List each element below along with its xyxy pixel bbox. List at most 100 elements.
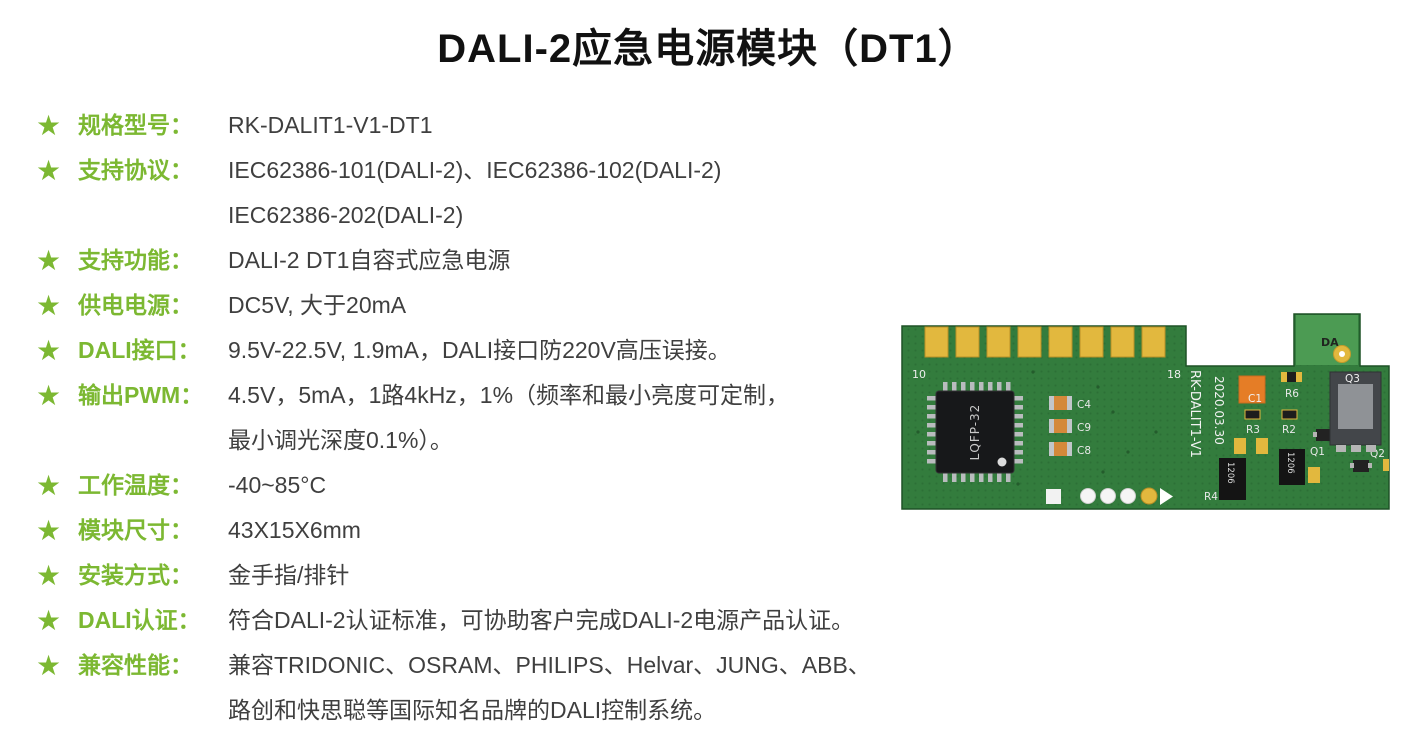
spec-value: DALI-2 DT1自容式应急电源 (228, 238, 510, 283)
spec-value-line: 金手指/排针 (228, 562, 350, 588)
spec-row: ★ 供电电源： DC5V, 大于20mA (36, 283, 871, 328)
spec-label: DALI认证： (78, 607, 201, 633)
spec-value: 金手指/排针 (228, 553, 349, 598)
resistor-r3: R3 (1244, 409, 1261, 436)
star-icon: ★ (36, 605, 62, 636)
star-icon: ★ (36, 560, 62, 591)
spec-label: 供电电源： (78, 292, 193, 318)
solder-pads (1234, 438, 1389, 483)
pcb-photo: 10 18 LQFP-32 C4 C9 C8 (901, 313, 1390, 510)
spec-label: 规格型号： (78, 112, 193, 138)
ref-q1: Q1 (1310, 446, 1325, 458)
ref-r3: R3 (1246, 424, 1260, 436)
capacitor-c9: C9 (1049, 419, 1091, 434)
ref-r4: R4 (1204, 491, 1218, 503)
spec-value: 9.5V-22.5V, 1.9mA，DALI接口防220V高压误接。 (228, 328, 731, 373)
spec-value: -40~85°C (228, 463, 326, 508)
bottom-test-pads (1046, 487, 1173, 505)
spec-value-line: IEC62386-101(DALI-2)、IEC62386-102(DALI-2… (228, 157, 722, 183)
silkscreen-model: RK-DALIT1-V1 (1187, 370, 1202, 458)
spec-value: 43X15X6mm (228, 508, 361, 553)
ref-c9: C9 (1077, 422, 1091, 434)
spec-value-line: 符合DALI-2认证标准，可协助客户完成DALI-2电源产品认证。 (228, 607, 855, 633)
spec-value: IEC62386-101(DALI-2)、IEC62386-102(DALI-2… (228, 148, 721, 238)
spec-value-line: DC5V, 大于20mA (228, 292, 407, 318)
spec-row: ★ 输出PWM： 4.5V，5mA，1路4kHz，1%（频率和最小亮度可定制， 最… (36, 373, 871, 463)
star-icon: ★ (36, 155, 62, 186)
star-icon: ★ (36, 515, 62, 546)
star-icon: ★ (36, 290, 62, 321)
spec-value: 4.5V，5mA，1路4kHz，1%（频率和最小亮度可定制， 最小调光深度0.1%… (228, 373, 789, 463)
capacitor-c4: C4 (1049, 396, 1091, 411)
spec-value: DC5V, 大于20mA (228, 283, 406, 328)
main-chip: LQFP-32 (927, 382, 1023, 482)
spec-value-line: 兼容TRIDONIC、OSRAM、PHILIPS、Helvar、JUNG、ABB… (228, 652, 871, 678)
spec-row: ★ 规格型号： RK-DALIT1-V1-DT1 (36, 103, 871, 148)
pcb-pin-number-left: 10 (912, 368, 926, 381)
spec-row: ★ DALI认证： 符合DALI-2认证标准，可协助客户完成DALI-2电源产品… (36, 598, 871, 643)
component-1206-a: 1206 (1219, 458, 1246, 500)
spec-value-line: 9.5V-22.5V, 1.9mA，DALI接口防220V高压误接。 (228, 337, 731, 363)
spec-row: ★ 兼容性能： 兼容TRIDONIC、OSRAM、PHILIPS、Helvar、… (36, 643, 871, 733)
spec-label: 兼容性能： (78, 652, 193, 678)
spec-label: 支持功能： (78, 247, 193, 273)
ref-1206-a: 1206 (1225, 462, 1235, 484)
pcb-pin-number-right: 18 (1167, 368, 1181, 381)
spec-row: ★ 安装方式： 金手指/排针 (36, 553, 871, 598)
spec-label: 工作温度： (78, 472, 193, 498)
spec-row: ★ 支持功能： DALI-2 DT1自容式应急电源 (36, 238, 871, 283)
ref-r6: R6 (1285, 388, 1299, 400)
star-icon: ★ (36, 650, 62, 681)
ref-r2: R2 (1282, 424, 1296, 436)
spec-row: ★ 工作温度： -40~85°C (36, 463, 871, 508)
spec-value: 兼容TRIDONIC、OSRAM、PHILIPS、Helvar、JUNG、ABB… (228, 643, 871, 733)
page-title: DALI-2应急电源模块（DT1） (437, 27, 979, 71)
pcb-vias (916, 370, 1158, 486)
ref-c8: C8 (1077, 445, 1091, 457)
spec-value-line: DALI-2 DT1自容式应急电源 (228, 247, 511, 273)
spec-value-line: RK-DALIT1-V1-DT1 (228, 112, 433, 138)
star-icon: ★ (36, 380, 62, 411)
chip-marking: LQFP-32 (968, 404, 982, 461)
spec-value-line: 43X15X6mm (228, 517, 361, 543)
spec-value: RK-DALIT1-V1-DT1 (228, 103, 432, 148)
gold-finger-pads (924, 326, 1166, 358)
ref-q3: Q3 (1345, 373, 1360, 385)
star-icon: ★ (36, 335, 62, 366)
spec-value-line: 4.5V，5mA，1路4kHz，1%（频率和最小亮度可定制， (228, 382, 790, 408)
component-1206-b: 1206 (1279, 449, 1305, 485)
pcb-board (901, 313, 1390, 510)
spec-value-line: IEC62386-202(DALI-2) (228, 202, 464, 228)
silkscreen-date: 2020.03.30 (1212, 376, 1226, 445)
ref-c1: C1 (1248, 393, 1262, 405)
spec-row: ★ 模块尺寸： 43X15X6mm (36, 508, 871, 553)
star-icon: ★ (36, 470, 62, 501)
spec-value-line: -40~85°C (228, 472, 327, 498)
capacitor-c1: C1 (1238, 375, 1266, 405)
chip-body (935, 390, 1015, 474)
ref-c4: C4 (1077, 399, 1091, 411)
resistor-r2: R2 (1281, 409, 1298, 436)
da-pad-label: DA (1321, 336, 1339, 349)
spec-label: DALI接口： (78, 337, 201, 363)
spec-label: 支持协议： (78, 157, 193, 183)
spec-list: ★ 规格型号： RK-DALIT1-V1-DT1 ★ 支持协议： IEC6238… (36, 103, 871, 733)
resistor-r6: R6 (1281, 372, 1302, 400)
spec-value: 符合DALI-2认证标准，可协助客户完成DALI-2电源产品认证。 (228, 598, 854, 643)
spec-label: 输出PWM： (78, 382, 204, 408)
spec-label: 安装方式： (78, 562, 193, 588)
spec-row: ★ DALI接口： 9.5V-22.5V, 1.9mA，DALI接口防220V高… (36, 328, 871, 373)
star-icon: ★ (36, 245, 62, 276)
star-icon: ★ (36, 110, 62, 141)
spec-value-line: 路创和快思聪等国际知名品牌的DALI控制系统。 (228, 697, 717, 723)
chip-pin1-dot (997, 457, 1007, 467)
chip-pins (927, 382, 1023, 482)
ref-1206-b: 1206 (1285, 452, 1295, 474)
power-component-q3: Q3 (1329, 371, 1382, 452)
capacitor-c8: C8 (1049, 442, 1091, 457)
spec-value-line: 最小调光深度0.1%）。 (228, 427, 453, 453)
da-pad: DA (1321, 336, 1351, 363)
arrow-marker (1160, 488, 1173, 505)
spec-label: 模块尺寸： (78, 517, 193, 543)
pcb-product-image: 10 18 LQFP-32 C4 C9 C8 (898, 312, 1393, 517)
